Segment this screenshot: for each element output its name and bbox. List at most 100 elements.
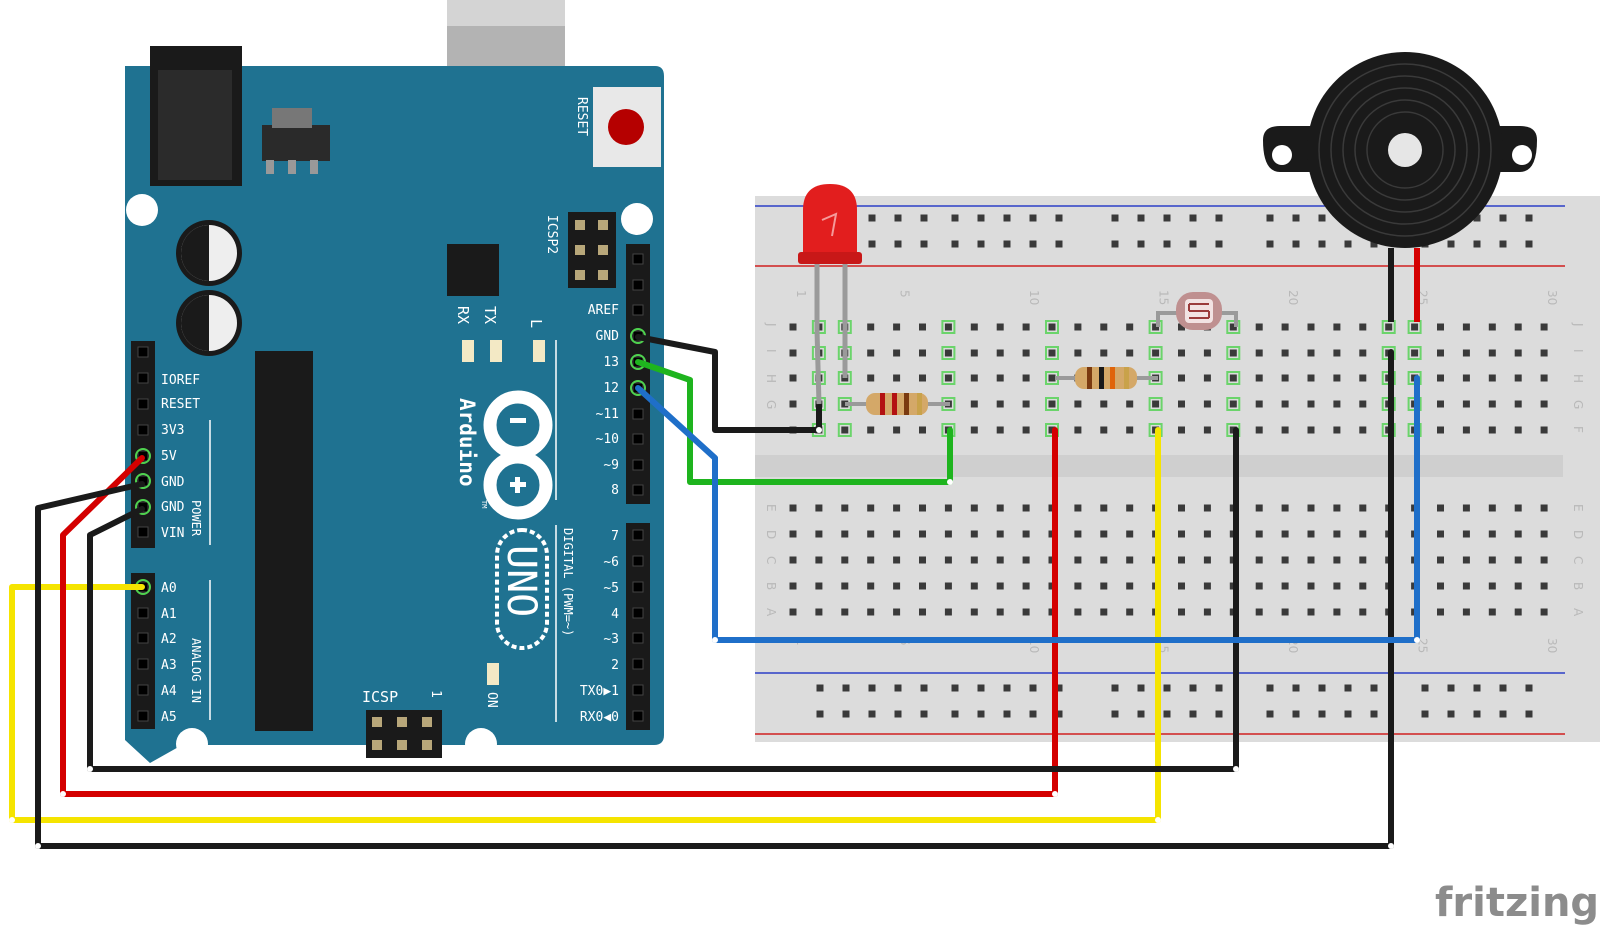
- breadboard-hole: [1126, 504, 1134, 512]
- breadboard-hole: [1514, 400, 1522, 408]
- resistor-10k: [1055, 367, 1158, 389]
- tx-label: TX: [481, 306, 499, 324]
- breadboard-hole: [1333, 426, 1341, 434]
- breadboard-hole: [789, 582, 797, 590]
- rail-hole: [1473, 710, 1481, 718]
- rail-hole: [1055, 710, 1063, 718]
- rail-hole: [894, 240, 902, 248]
- breadboard-hole: [1126, 426, 1134, 434]
- rail-hole: [1137, 710, 1145, 718]
- breadboard-hole: [1045, 397, 1059, 411]
- breadboard-hole: [1178, 504, 1185, 512]
- breadboard-hole: [789, 556, 797, 564]
- breadboard-hole: [1488, 608, 1496, 616]
- breadboard-hole: [1359, 400, 1367, 408]
- rail-hole: [920, 240, 928, 248]
- breadboard-hole: [1437, 556, 1444, 564]
- breadboard-hole: [1126, 349, 1134, 357]
- rail-hole: [1029, 684, 1037, 692]
- breadboard-hole: [867, 426, 875, 434]
- rail-hole: [951, 214, 959, 222]
- breadboard-hole: [970, 323, 978, 331]
- reset-button[interactable]: [593, 87, 661, 167]
- breadboard-hole: [1281, 582, 1289, 590]
- breadboard-hole: [996, 374, 1004, 382]
- breadboard-hole: [970, 608, 978, 616]
- rail-hole: [1525, 240, 1533, 248]
- rail-hole: [1292, 684, 1300, 692]
- breadboard-hole: [1307, 582, 1315, 590]
- breadboard-hole: [919, 374, 926, 382]
- pin-label: ~9: [603, 458, 619, 473]
- header-pin: [632, 658, 644, 670]
- breadboard-hole: [1074, 426, 1082, 434]
- row-letter: B: [764, 582, 778, 590]
- breadboard-hole: [1126, 608, 1134, 616]
- breadboard-hole: [841, 582, 849, 590]
- row-letter: E: [1571, 504, 1585, 512]
- breadboard-hole: [1359, 374, 1367, 382]
- pin-label: ~11: [596, 407, 619, 422]
- breadboard-hole: [1226, 397, 1241, 411]
- rail-hole: [977, 240, 985, 248]
- breadboard-hole: [893, 608, 901, 616]
- pin-label: 2: [611, 658, 619, 673]
- row-letter: J: [1571, 322, 1585, 327]
- breadboard-hole: [1359, 530, 1367, 538]
- rail-hole: [1499, 240, 1507, 248]
- breadboard-hole: [944, 582, 952, 590]
- rail-hole: [1137, 214, 1145, 222]
- breadboard-hole: [789, 608, 797, 616]
- rail-hole: [1473, 240, 1481, 248]
- breadboard-hole: [1022, 608, 1030, 616]
- rail-hole: [1499, 684, 1507, 692]
- breadboard-hole: [1462, 504, 1470, 512]
- breadboard-hole: [1462, 426, 1470, 434]
- breadboard-hole: [996, 608, 1004, 616]
- rail-hole: [868, 710, 876, 718]
- breadboard-hole: [867, 504, 875, 512]
- rail-hole: [1473, 214, 1481, 222]
- breadboard-hole: [893, 556, 901, 564]
- breadboard-hole: [1307, 400, 1315, 408]
- breadboard-hole: [1255, 349, 1263, 357]
- rail-hole: [894, 710, 902, 718]
- breadboard-hole: [867, 556, 875, 564]
- breadboard-hole: [1307, 608, 1315, 616]
- pin-label: GND: [161, 475, 185, 490]
- breadboard-hole: [1203, 556, 1211, 564]
- breadboard-hole: [919, 504, 926, 512]
- breadboard-hole: [1281, 400, 1289, 408]
- breadboard-hole: [837, 423, 852, 437]
- breadboard-hole: [1148, 397, 1163, 411]
- breadboard-hole: [1488, 374, 1496, 382]
- rail-hole: [1266, 684, 1274, 692]
- breadboard-hole: [1022, 582, 1030, 590]
- breadboard-hole: [970, 400, 978, 408]
- rail-hole: [951, 240, 959, 248]
- breadboard-hole: [1074, 400, 1082, 408]
- pin-label: 7: [611, 529, 619, 544]
- breadboard-hole: [893, 426, 901, 434]
- breadboard-hole: [996, 349, 1004, 357]
- breadboard-hole: [1203, 608, 1211, 616]
- rail-hole: [951, 684, 959, 692]
- header-pin: [137, 526, 149, 538]
- breadboard-hole: [1488, 323, 1496, 331]
- breadboard-hole: [1100, 349, 1108, 357]
- breadboard-hole: [996, 504, 1004, 512]
- pin-label: AREF: [588, 303, 619, 318]
- breadboard-hole: [1178, 323, 1185, 331]
- rail-hole: [1499, 710, 1507, 718]
- breadboard-hole: [1022, 426, 1030, 434]
- breadboard-hole: [970, 426, 978, 434]
- breadboard-hole: [1307, 323, 1315, 331]
- rail-hole: [868, 684, 876, 692]
- breadboard-hole: [893, 504, 901, 512]
- breadboard-hole: [1178, 349, 1185, 357]
- rail-hole: [1029, 214, 1037, 222]
- breadboard-hole: [1437, 530, 1444, 538]
- pin-label: A2: [161, 632, 177, 647]
- icsp2-header: [568, 212, 616, 288]
- breadboard-hole: [1255, 374, 1263, 382]
